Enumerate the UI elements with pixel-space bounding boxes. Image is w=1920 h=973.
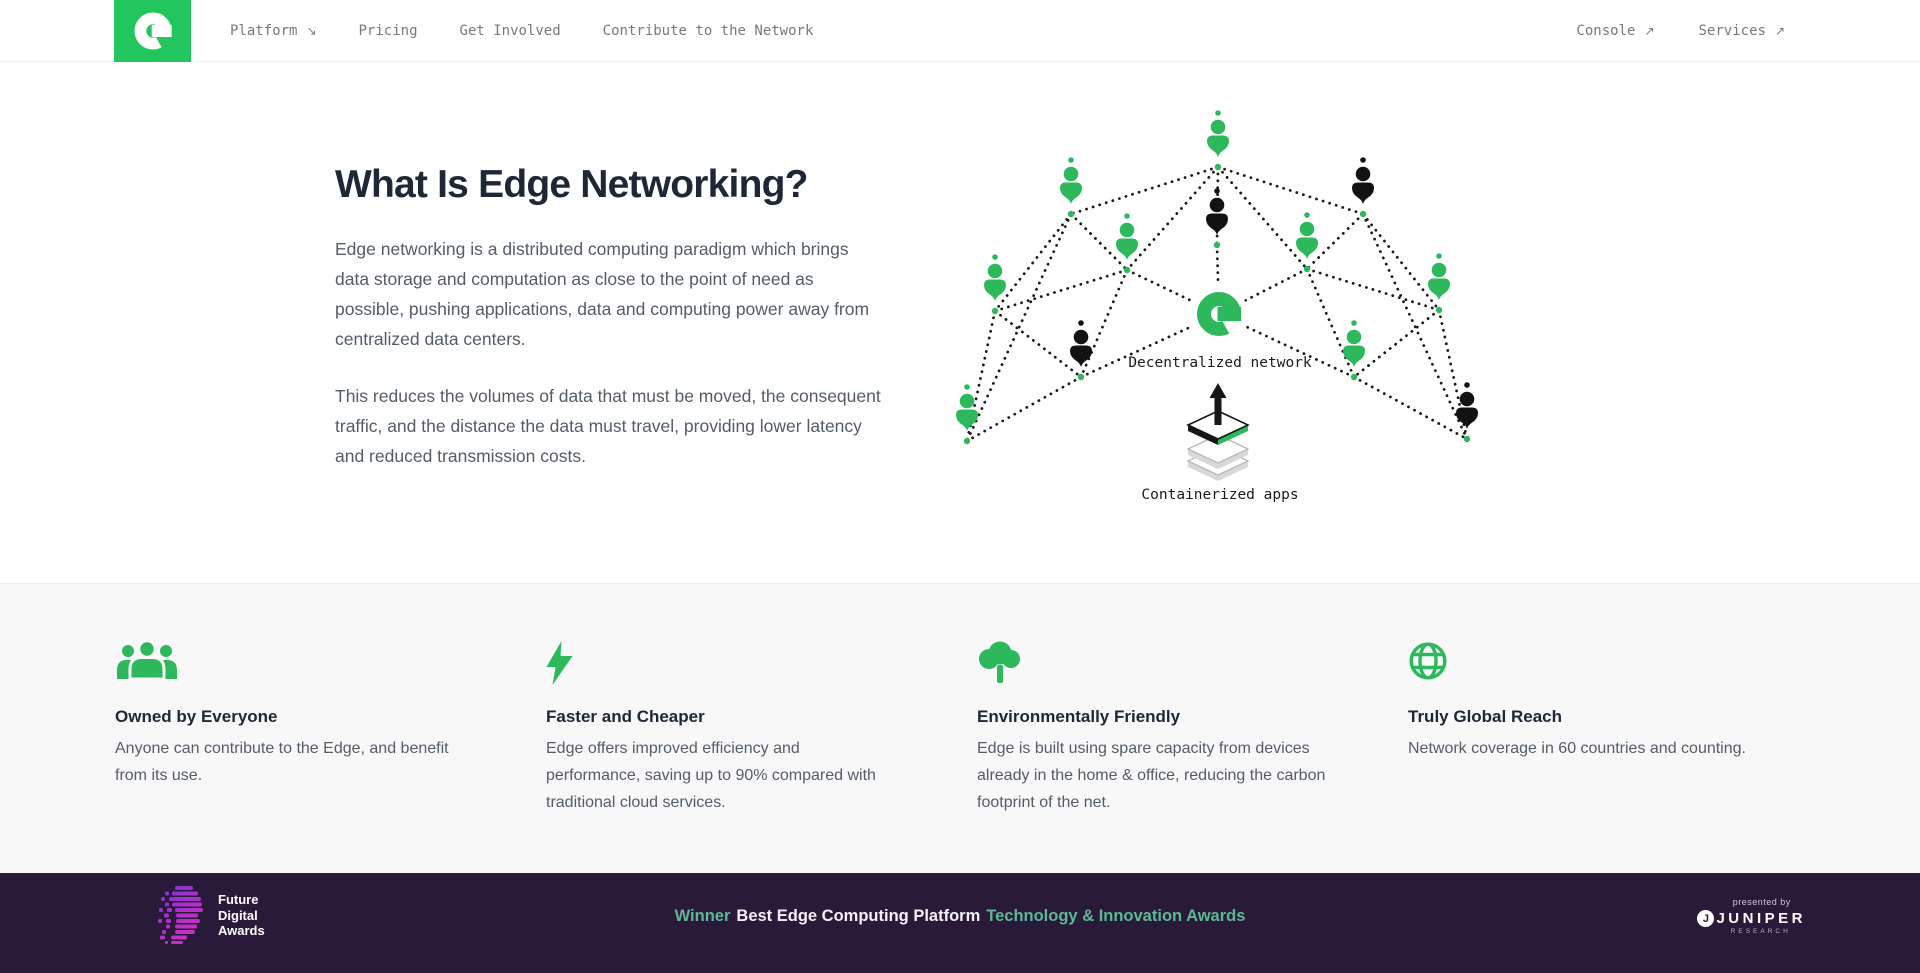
award-winner-text: Winner Best Edge Computing Platform Techno… xyxy=(672,907,1249,926)
feature-title: Environmentally Friendly xyxy=(977,707,1181,726)
hero-paragraph-2: This reduces the volumes of data that mu… xyxy=(335,386,881,466)
feature-truly-global-reach: Truly Global Reach Network coverage in 6… xyxy=(1408,641,1808,873)
chevron-down-right-icon: ↘ xyxy=(306,24,317,38)
nav-item-label: Console xyxy=(1576,23,1636,39)
juniper-research-logo[interactable]: presented by J JUNIPER RESEARCH xyxy=(1697,897,1806,935)
nav-item-services[interactable]: Services ↗ xyxy=(1699,23,1786,39)
external-link-icon: ↗ xyxy=(1644,24,1655,38)
feature-title: Truly Global Reach xyxy=(1408,707,1562,726)
edge-e-icon xyxy=(134,12,174,52)
nav-item-label: Pricing xyxy=(358,23,418,39)
feature-owned-by-everyone: Owned by Everyone Anyone can contribute … xyxy=(115,641,515,873)
nav-item-label: Get Involved xyxy=(459,23,561,39)
network-diagram-illustration xyxy=(956,110,1478,481)
winner-prefix: Winner xyxy=(674,907,731,925)
winner-title: Best Edge Computing Platform xyxy=(736,907,981,925)
nav-item-pricing[interactable]: Pricing xyxy=(359,23,418,39)
feature-title: Owned by Everyone xyxy=(115,707,278,726)
nav-item-label: Platform xyxy=(230,23,298,39)
up-arrow-icon xyxy=(1209,383,1227,425)
nav-item-get-involved[interactable]: Get Involved xyxy=(460,23,561,39)
person-icon xyxy=(1207,110,1229,157)
container-stack-icon xyxy=(1186,383,1250,481)
person-icon xyxy=(1116,213,1138,260)
nav-item-contribute[interactable]: Contribute to the Network xyxy=(603,23,814,39)
hero-section: What Is Edge Networking? Edge networking… xyxy=(0,62,1920,583)
future-digital-awards-logo[interactable]: Future Digital Awards xyxy=(157,886,265,944)
person-icon xyxy=(956,384,978,431)
edge-e-icon-center xyxy=(1197,292,1249,342)
person-icon xyxy=(1428,253,1450,300)
nav-links-right: Console ↗ Services ↗ xyxy=(1576,0,1785,62)
decentralized-network-label: Decentralized network xyxy=(1128,355,1312,371)
person-icons xyxy=(956,110,1478,431)
person-icon xyxy=(984,254,1006,301)
nav-item-label: Contribute to the Network xyxy=(602,23,814,39)
people-group-icon xyxy=(115,641,515,687)
feature-faster-and-cheaper: Faster and Cheaper Edge offers improved … xyxy=(546,641,946,873)
footer: Future Digital Awards Winner Best Edge Co… xyxy=(0,873,1920,973)
fda-face-icon xyxy=(158,886,203,944)
feature-description: Edge is built using spare capacity from … xyxy=(977,740,1326,811)
juniper-name: JUNIPER xyxy=(1716,910,1806,927)
nav-links-left: Platform ↘ Pricing Get Involved Contribu… xyxy=(230,0,813,62)
top-navigation: Platform ↘ Pricing Get Involved Contribu… xyxy=(0,0,1920,62)
nav-item-console[interactable]: Console ↗ xyxy=(1576,23,1654,39)
feature-environmentally-friendly: Environmentally Friendly Edge is built u… xyxy=(977,641,1377,873)
person-icon xyxy=(1352,157,1374,204)
fda-logo-text: Future Digital Awards xyxy=(218,892,265,938)
feature-description: Network coverage in 60 countries and cou… xyxy=(1408,740,1746,757)
hero-paragraph-1: Edge networking is a distributed computi… xyxy=(335,239,870,349)
feature-title: Faster and Cheaper xyxy=(546,707,705,726)
network-links xyxy=(965,165,1469,443)
juniper-research-label: RESEARCH xyxy=(1730,928,1791,935)
person-icon xyxy=(1060,157,1082,204)
feature-description: Anyone can contribute to the Edge, and b… xyxy=(115,740,449,784)
lightning-icon xyxy=(546,641,946,687)
nav-item-label: Services xyxy=(1698,23,1766,39)
network-node-dots xyxy=(963,163,1471,445)
nav-item-platform[interactable]: Platform ↘ xyxy=(230,23,317,39)
winner-award-name: Technology & Innovation Awards xyxy=(986,907,1246,925)
containerized-apps-label: Containerized apps xyxy=(1141,487,1299,503)
person-icon xyxy=(1296,212,1318,259)
features-section: Owned by Everyone Anyone can contribute … xyxy=(0,583,1920,873)
tree-icon xyxy=(977,641,1377,687)
external-link-icon: ↗ xyxy=(1774,24,1785,38)
feature-description: Edge offers improved efficiency and perf… xyxy=(546,740,876,811)
network-diagram: Decentralized network Containerized apps xyxy=(940,95,1500,525)
globe-icon xyxy=(1408,641,1808,687)
presented-by-label: presented by xyxy=(1732,897,1791,907)
hero-text-block: What Is Edge Networking? Edge networking… xyxy=(335,163,995,498)
page-title: What Is Edge Networking? xyxy=(335,163,808,206)
juniper-mark-icon: J xyxy=(1697,910,1715,927)
edge-logo[interactable] xyxy=(114,0,191,62)
